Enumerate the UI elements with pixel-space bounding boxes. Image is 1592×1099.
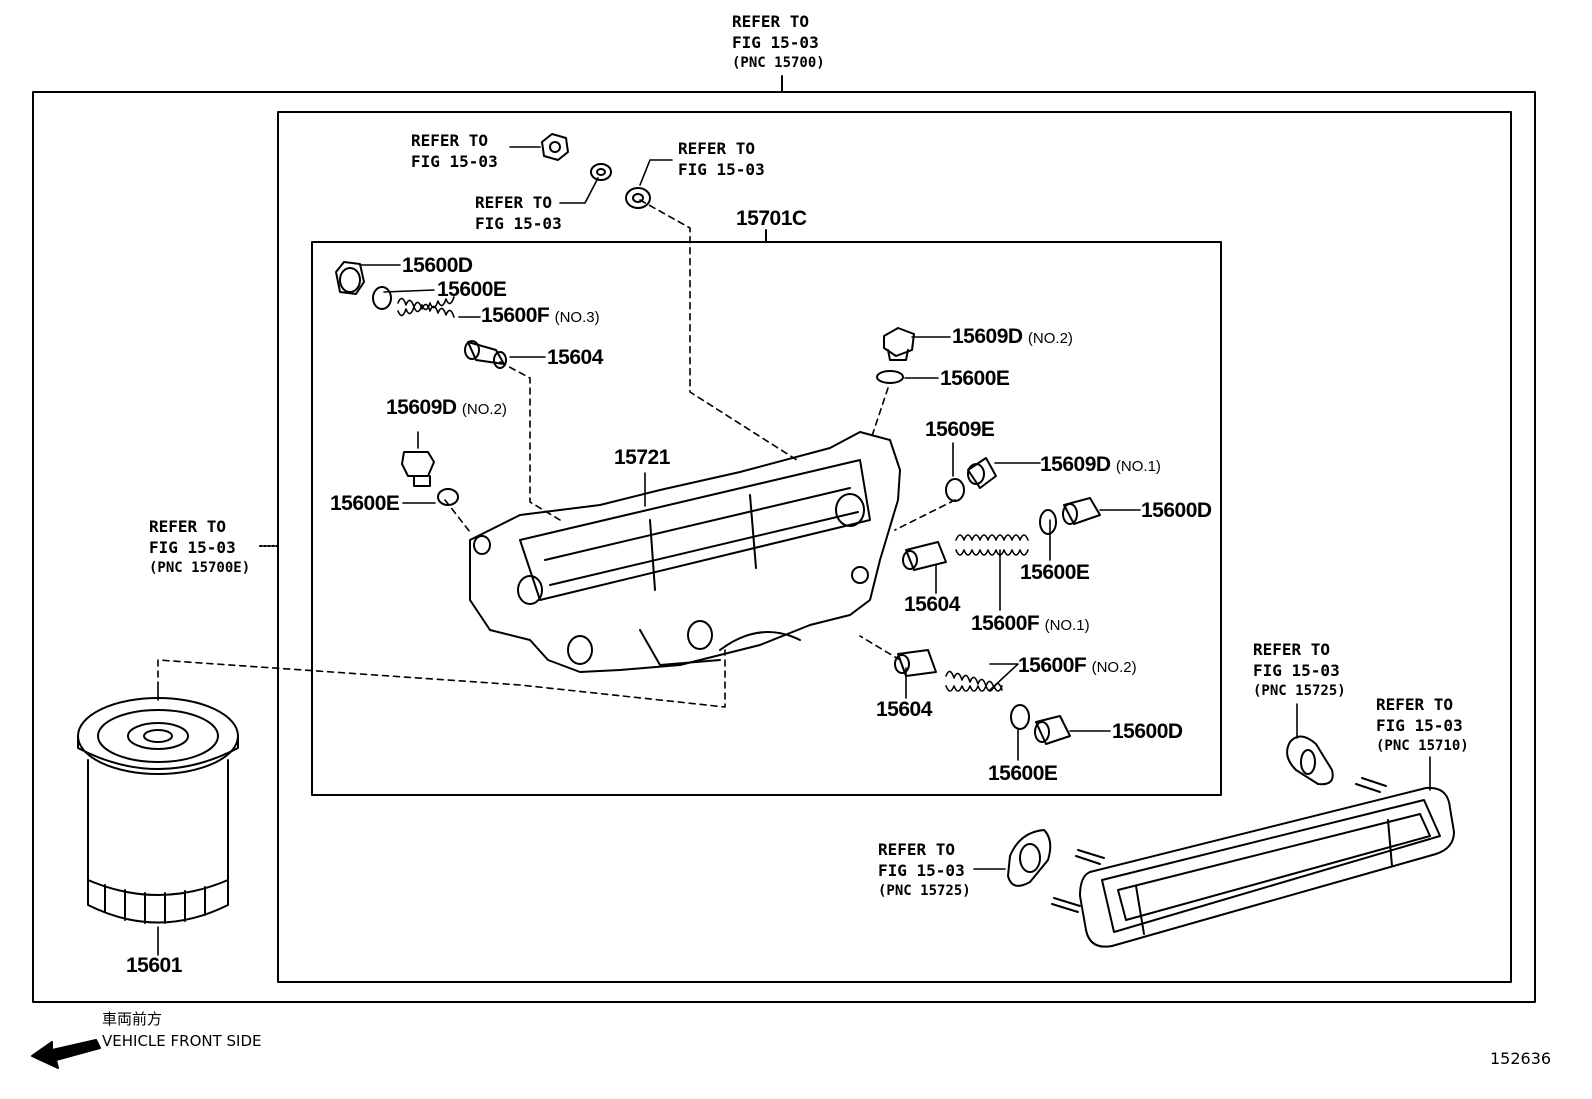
subassembly-frame-15701c [311,241,1222,796]
part-label-15600f-no2: 15600F (NO.2) [1018,655,1137,679]
refer-nut: REFER TO FIG 15-03 [411,130,498,172]
plug-15600d-icon [1062,497,1101,525]
plug-15609d-icon [401,451,435,487]
figure-number: 152636 [1490,1049,1552,1068]
part-label-15600e: 15600E [940,367,1010,390]
vehicle-front-jp: 車両前方 [102,1010,163,1028]
refer-line: REFER TO [475,193,553,212]
part-label-15600e: 15600E [988,762,1058,785]
part-label-15609d-no2-right: 15609D (NO.2) [952,326,1073,350]
part-number: 15609D [386,396,457,419]
refer-pnc: (PNC 15710) [1376,738,1469,754]
refer-line: FIG 15-03 [678,160,765,179]
part-label-15601: 15601 [126,954,182,977]
refer-line: REFER TO [411,131,489,150]
plug-15609d-icon [883,327,915,361]
spring-icon [397,296,455,318]
part-label-15604: 15604 [876,698,932,721]
refer-line: REFER TO [732,12,810,31]
part-label-15604: 15604 [904,593,960,616]
part-number: 15600F [481,304,550,327]
spring-icon [945,670,1003,692]
plug-15609d-icon [967,457,997,489]
refer-pnc: (PNC 15700E) [149,560,251,576]
part-label-15600d: 15600D [1112,720,1183,743]
part-label-15600e: 15600E [330,492,400,515]
part-label-15600e: 15600E [437,278,507,301]
refer-line: REFER TO [878,840,956,859]
part-label-15600f-no1: 15600F (NO.1) [971,613,1090,637]
refer-gasket-bottom: REFER TO FIG 15-03 (PNC 15725) [878,839,971,902]
part-number: 15609D [1040,453,1111,476]
gasket-15725-icon [1286,735,1334,786]
o-ring-icon [1010,704,1030,730]
part-label-15721: 15721 [614,446,670,469]
refer-line: REFER TO [678,139,756,158]
vehicle-front-arrow-icon [31,1039,101,1069]
part-note: (NO.1) [1115,458,1161,475]
vehicle-front-en: VEHICLE FRONT SIDE [102,1032,262,1050]
part-label-15701c: 15701C [736,207,807,230]
part-number: 15600F [1018,654,1087,677]
part-number: 15609D [952,325,1023,348]
refer-line: REFER TO [1253,640,1331,659]
refer-line: FIG 15-03 [1253,661,1340,680]
refer-pnc: (PNC 15725) [1253,683,1346,699]
gasket-15725-icon [1007,829,1052,887]
valve-15604-icon [902,541,947,571]
refer-line: FIG 15-03 [878,861,965,880]
part-number: 15600F [971,612,1040,635]
o-ring-icon [372,286,392,310]
oil-cooler-element-icon [1051,777,1455,948]
refer-line: REFER TO [149,517,227,536]
part-label-15609e: 15609E [925,418,995,441]
spring-icon [955,534,1029,556]
part-note: (NO.3) [554,309,600,326]
part-label-15604: 15604 [547,346,603,369]
o-ring-icon [945,478,965,502]
part-label-15600f-no3: 15600F (NO.3) [481,305,600,329]
nut-icon [541,133,569,161]
part-label-15600e: 15600E [1020,561,1090,584]
valve-15604-icon [894,649,937,677]
o-ring-icon [437,488,459,506]
refer-line: REFER TO [1376,695,1454,714]
refer-pnc: (PNC 15700) [732,55,825,71]
refer-line: FIG 15-03 [732,33,819,52]
plug-15600d-icon [1034,715,1071,745]
refer-line: FIG 15-03 [411,152,498,171]
washer-icon [590,163,612,181]
part-label-15600d: 15600D [402,254,473,277]
part-note: (NO.2) [1091,659,1137,676]
part-label-15609d-no1: 15609D (NO.1) [1040,454,1161,478]
refer-left: REFER TO FIG 15-03 (PNC 15700E) [149,516,250,579]
refer-pnc: (PNC 15725) [878,883,971,899]
valve-15604-icon [464,340,507,369]
refer-line: FIG 15-03 [149,538,236,557]
refer-line: FIG 15-03 [475,214,562,233]
part-note: (NO.1) [1044,617,1090,634]
outer-frame [32,91,1536,1003]
o-ring-icon [876,370,904,384]
refer-cooler: REFER TO FIG 15-03 (PNC 15710) [1376,694,1469,757]
refer-washer: REFER TO FIG 15-03 [475,192,562,234]
seal-washer-icon [625,187,651,209]
oil-cooler-body-15721-icon [469,431,901,673]
part-note: (NO.2) [461,401,507,418]
refer-top: REFER TO FIG 15-03 (PNC 15700) [732,11,825,74]
refer-line: FIG 15-03 [1376,716,1463,735]
part-note: (NO.2) [1027,330,1073,347]
vehicle-front-note: 車両前方 VEHICLE FRONT SIDE [102,1008,262,1052]
o-ring-icon [1039,509,1057,535]
oil-filter-15601-icon [77,697,239,924]
refer-seal: REFER TO FIG 15-03 [678,138,765,180]
part-label-15600d: 15600D [1141,499,1212,522]
plug-15600d-icon [335,261,365,295]
part-label-15609d-no2-left: 15609D (NO.2) [386,397,507,421]
refer-gasket-right: REFER TO FIG 15-03 (PNC 15725) [1253,639,1346,702]
